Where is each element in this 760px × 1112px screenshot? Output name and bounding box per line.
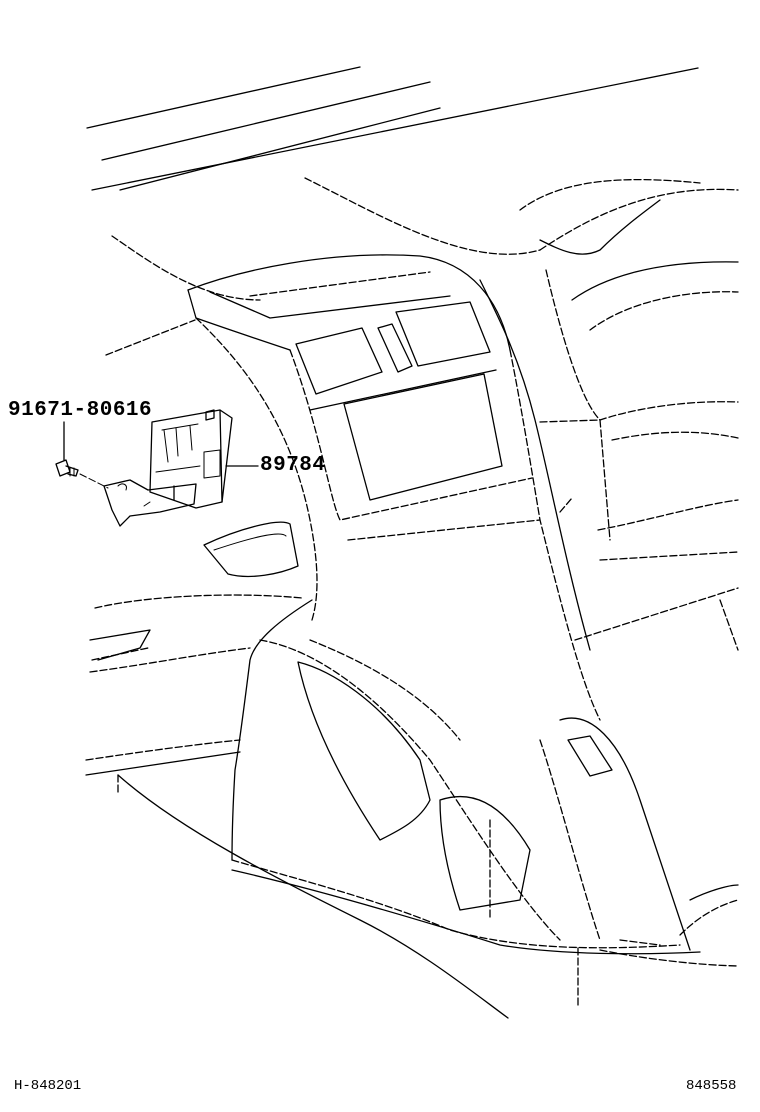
module-part-number-label: 89784	[260, 454, 326, 477]
center-console-lower	[231, 599, 739, 1006]
computer-module	[103, 409, 233, 527]
center-stack	[187, 254, 601, 721]
bolt-part-number-label: 91671-80616	[8, 399, 153, 422]
left-lower-dashboard	[85, 521, 303, 776]
diagram-code-left: H-848201	[14, 1078, 82, 1094]
leader-lines	[63, 421, 259, 467]
diagram-code-right: 848558	[686, 1078, 737, 1094]
right-dashboard	[539, 199, 739, 651]
dashboard-upper-surface	[105, 177, 739, 356]
floor-lines	[117, 774, 739, 1019]
bolt	[55, 459, 109, 489]
windshield-lines	[86, 66, 699, 191]
